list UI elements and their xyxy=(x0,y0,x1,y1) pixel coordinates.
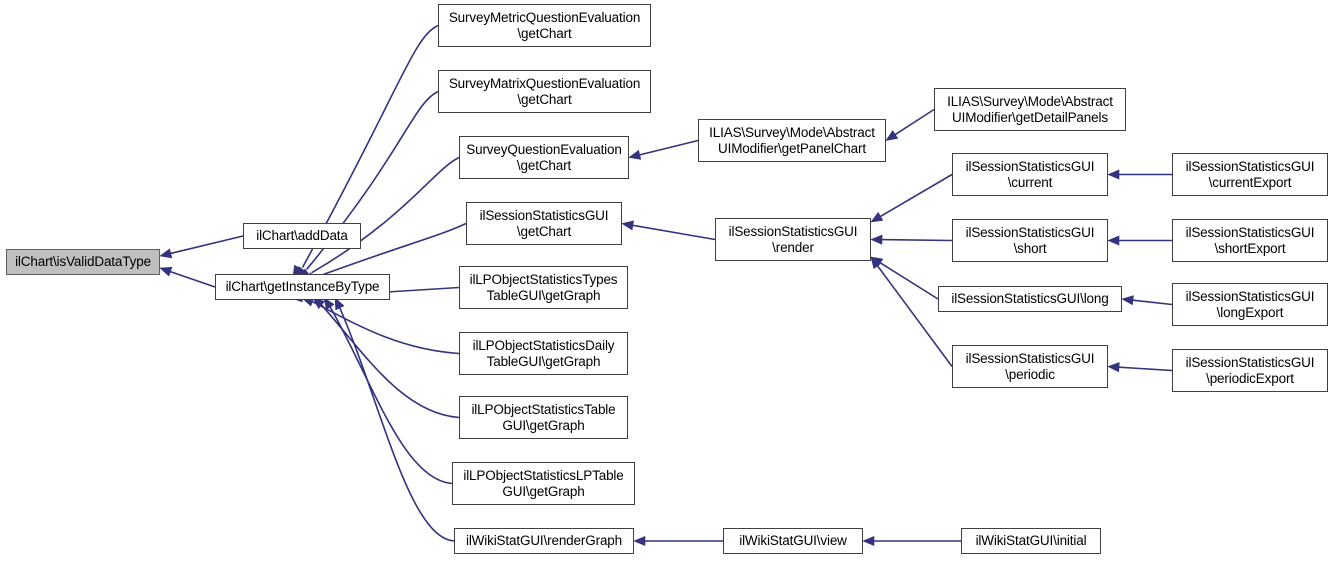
graph-node-label: ilSessionStatisticsGUI \short xyxy=(965,224,1095,256)
graph-node-lpLPTable[interactable]: ilLPObjectStatisticsLPTable GUI\getGraph xyxy=(452,462,635,505)
graph-node-label: ilSessionStatisticsGUI \current xyxy=(965,158,1095,190)
graph-node-label: ilSessionStatisticsGUI \longExport xyxy=(1185,288,1315,320)
graph-node-label: SurveyMatrixQuestionEvaluation \getChart xyxy=(448,75,641,107)
graph-node-lpTable[interactable]: ilLPObjectStatisticsTable GUI\getGraph xyxy=(459,396,628,439)
graph-node-label: ilChart\getInstanceByType xyxy=(225,279,380,294)
graph-node-label: ilSessionStatisticsGUI \periodic xyxy=(965,350,1095,382)
graph-node-sessRender[interactable]: ilSessionStatisticsGUI \render xyxy=(715,218,871,261)
graph-node-label: ilSessionStatisticsGUI \currentExport xyxy=(1185,158,1315,190)
graph-node-label: ilWikiStatGUI\initial xyxy=(975,533,1087,548)
graph-node-label: ilLPObjectStatisticsLPTable GUI\getGraph xyxy=(463,467,624,499)
graph-node-longExport[interactable]: ilSessionStatisticsGUI \longExport xyxy=(1172,283,1328,326)
graph-node-getPanelChart[interactable]: ILIAS\Survey\Mode\Abstract UIModifier\ge… xyxy=(698,119,886,162)
graph-node-label: ilSessionStatisticsGUI \getChart xyxy=(479,207,609,239)
graph-node-lpTypesTable[interactable]: ilLPObjectStatisticsTypes TableGUI\getGr… xyxy=(459,266,628,309)
graph-node-sessGetChart[interactable]: ilSessionStatisticsGUI \getChart xyxy=(466,202,622,245)
graph-node-label: SurveyQuestionEvaluation \getChart xyxy=(466,141,622,173)
graph-node-label: ilChart\addData xyxy=(256,228,348,243)
graph-node-label: ilSessionStatisticsGUI \periodicExport xyxy=(1185,354,1315,386)
graph-node-surveyMatrix[interactable]: SurveyMatrixQuestionEvaluation \getChart xyxy=(438,70,651,113)
graph-node-addData[interactable]: ilChart\addData xyxy=(243,223,361,249)
graph-node-surveyQuestion[interactable]: SurveyQuestionEvaluation \getChart xyxy=(459,136,629,179)
graph-node-label: ilChart\isValidDataType xyxy=(15,254,151,269)
graph-node-label: ilLPObjectStatisticsTypes TableGUI\getGr… xyxy=(469,271,618,303)
graph-node-currentExport[interactable]: ilSessionStatisticsGUI \currentExport xyxy=(1172,153,1328,196)
graph-node-lpDailyTable[interactable]: ilLPObjectStatisticsDaily TableGUI\getGr… xyxy=(459,332,628,375)
graph-node-getDetailPanels[interactable]: ILIAS\Survey\Mode\Abstract UIModifier\ge… xyxy=(934,88,1126,131)
graph-node-label: ilSessionStatisticsGUI\long xyxy=(951,291,1109,306)
graph-node-label: ilSessionStatisticsGUI \shortExport xyxy=(1185,224,1315,256)
graph-node-surveyMetric[interactable]: SurveyMetricQuestionEvaluation \getChart xyxy=(438,4,651,47)
graph-node-label: ILIAS\Survey\Mode\Abstract UIModifier\ge… xyxy=(947,93,1113,125)
graph-node-periodicExport[interactable]: ilSessionStatisticsGUI \periodicExport xyxy=(1172,349,1328,392)
graph-node-label: ilLPObjectStatisticsTable GUI\getGraph xyxy=(471,401,616,433)
graph-node-sessLong[interactable]: ilSessionStatisticsGUI\long xyxy=(938,286,1122,312)
graph-node-isValidDataType[interactable]: ilChart\isValidDataType xyxy=(6,249,160,275)
graph-node-label: ilSessionStatisticsGUI \render xyxy=(728,223,858,255)
graph-node-wikiInitial[interactable]: ilWikiStatGUI\initial xyxy=(961,528,1101,554)
graph-node-getInstanceByType[interactable]: ilChart\getInstanceByType xyxy=(215,274,390,300)
graph-node-shortExport[interactable]: ilSessionStatisticsGUI \shortExport xyxy=(1172,219,1328,262)
graph-node-label: ilWikiStatGUI\renderGraph xyxy=(465,533,623,548)
graph-node-wikiRenderGraph[interactable]: ilWikiStatGUI\renderGraph xyxy=(454,528,634,554)
graph-node-label: SurveyMetricQuestionEvaluation \getChart xyxy=(448,9,641,41)
graph-node-label: ilWikiStatGUI\view xyxy=(739,533,847,548)
graph-node-label: ilLPObjectStatisticsDaily TableGUI\getGr… xyxy=(472,337,615,369)
graph-node-wikiView[interactable]: ilWikiStatGUI\view xyxy=(723,528,863,554)
graph-node-sessShort[interactable]: ilSessionStatisticsGUI \short xyxy=(952,219,1108,262)
graph-node-label: ILIAS\Survey\Mode\Abstract UIModifier\ge… xyxy=(709,124,875,156)
graph-node-sessCurrent[interactable]: ilSessionStatisticsGUI \current xyxy=(952,153,1108,196)
graph-node-sessPeriodic[interactable]: ilSessionStatisticsGUI \periodic xyxy=(952,345,1108,388)
